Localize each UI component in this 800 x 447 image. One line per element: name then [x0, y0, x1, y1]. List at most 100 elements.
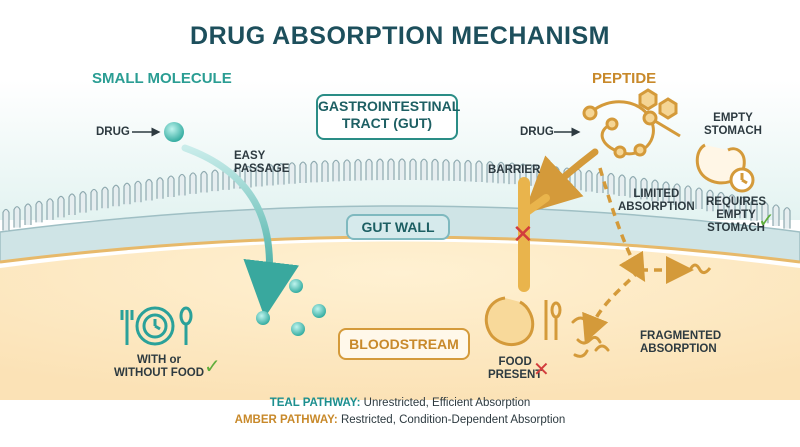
fragment-icon — [688, 263, 712, 275]
villus — [79, 191, 87, 213]
villus — [497, 161, 505, 184]
villus — [420, 158, 428, 181]
drug-label-right: DRUG — [520, 126, 554, 138]
villus — [728, 194, 736, 216]
villus — [24, 203, 32, 225]
villus — [409, 158, 417, 181]
plate-clock-icon — [120, 306, 193, 346]
villus — [475, 160, 483, 183]
requires-line2: EMPTY — [716, 209, 756, 222]
villus — [706, 189, 714, 212]
amber-pathway-arrow — [523, 148, 599, 215]
villus — [585, 170, 593, 192]
villus — [68, 193, 76, 215]
villus — [651, 179, 659, 202]
villus — [200, 170, 208, 193]
villus — [145, 178, 153, 201]
easy-passage-line1: EASY — [234, 150, 266, 162]
villus — [321, 160, 329, 182]
legend-amber: AMBER PATHWAY: Restricted, Condition-Dep… — [0, 414, 800, 426]
villus — [398, 158, 406, 181]
villus — [761, 201, 769, 224]
gi-tract-line1: GASTROINTESTINAL — [318, 98, 461, 114]
barrier-label: BARRIER — [488, 164, 541, 176]
villus — [640, 177, 648, 200]
absorbed-molecule — [256, 311, 270, 325]
villus — [178, 173, 186, 196]
empty-stomach-label: EMPTY STOMACH — [704, 112, 762, 138]
with-without-food-label: WITH or WITHOUT FOOD — [104, 354, 214, 380]
food-line1: WITH or — [136, 354, 182, 366]
teal-pathway-arrow — [181, 144, 300, 318]
requires-line3: STOMACH — [707, 222, 765, 235]
villus — [167, 175, 175, 198]
empty-line2: STOMACH — [704, 125, 762, 138]
villus — [541, 165, 549, 187]
villus — [277, 163, 285, 185]
limited-line2: ABSORPTION — [618, 201, 695, 214]
villus — [387, 158, 395, 181]
absorbed-molecule — [291, 322, 305, 336]
villus — [211, 169, 219, 192]
villus — [123, 182, 131, 205]
villus — [46, 198, 54, 220]
villus — [101, 186, 109, 209]
peptide-chain-icon — [582, 88, 681, 159]
absorbed-molecule — [312, 304, 326, 318]
villus — [684, 185, 692, 207]
small-molecule-heading: SMALL MOLECULE — [92, 70, 232, 87]
villus — [244, 165, 252, 188]
stomach-food-icon — [484, 296, 562, 346]
villus — [299, 161, 307, 184]
villus — [2, 208, 10, 231]
villus — [189, 172, 197, 194]
cross-icon: ✕ — [533, 359, 550, 381]
villus — [57, 195, 65, 218]
villus — [673, 183, 681, 205]
page-title: DRUG ABSORPTION MECHANISM — [190, 22, 610, 50]
gut-wall-label: GUT WALL — [346, 214, 450, 240]
villus — [629, 176, 637, 198]
check-icon: ✓ — [758, 210, 775, 232]
villus — [354, 158, 362, 181]
barrier-branch — [520, 194, 550, 218]
food-line2: WITHOUT FOOD — [113, 367, 205, 380]
villus — [717, 191, 725, 214]
villus — [695, 187, 703, 210]
bloodstream-label: BLOODSTREAM — [338, 328, 470, 360]
cross-icon: ✕ — [512, 219, 534, 249]
villus — [365, 158, 373, 181]
limited-line1: LIMITED — [633, 188, 680, 200]
villus — [13, 206, 21, 228]
easy-passage-line2: PASSAGE — [234, 163, 290, 176]
legend-teal-key: TEAL PATHWAY: — [269, 397, 361, 409]
easy-passage-label: EASY PASSAGE — [234, 150, 289, 176]
legend-teal: TEAL PATHWAY: Unrestricted, Efficient Ab… — [0, 397, 800, 409]
villus — [739, 196, 747, 219]
villus — [332, 159, 340, 182]
empty-line1: EMPTY — [713, 112, 753, 124]
villus — [35, 200, 43, 223]
bloodstream-area — [0, 241, 800, 400]
villus — [783, 207, 791, 229]
requires-line1: REQUIRES — [706, 196, 767, 208]
fragmented-absorption-label: FRAGMENTED ABSORPTION — [640, 330, 721, 356]
villus — [574, 168, 582, 191]
villus — [618, 174, 626, 197]
drug-molecule-icon — [164, 122, 184, 142]
gi-tract-line2: TRACT (GUT) — [341, 115, 433, 131]
limited-absorption-label: LIMITED ABSORPTION — [618, 188, 695, 214]
villus — [134, 180, 142, 203]
fragment-line2: ABSORPTION — [640, 343, 717, 356]
fragment-icon — [571, 316, 610, 358]
villus — [343, 159, 351, 181]
absorbed-molecule — [289, 279, 303, 293]
villus — [772, 204, 780, 226]
villus — [288, 162, 296, 184]
villus — [486, 161, 494, 183]
legend-amber-key: AMBER PATHWAY: — [234, 414, 338, 426]
food-present-line1: FOOD — [498, 356, 532, 368]
villus — [750, 199, 758, 221]
villus — [431, 158, 439, 181]
